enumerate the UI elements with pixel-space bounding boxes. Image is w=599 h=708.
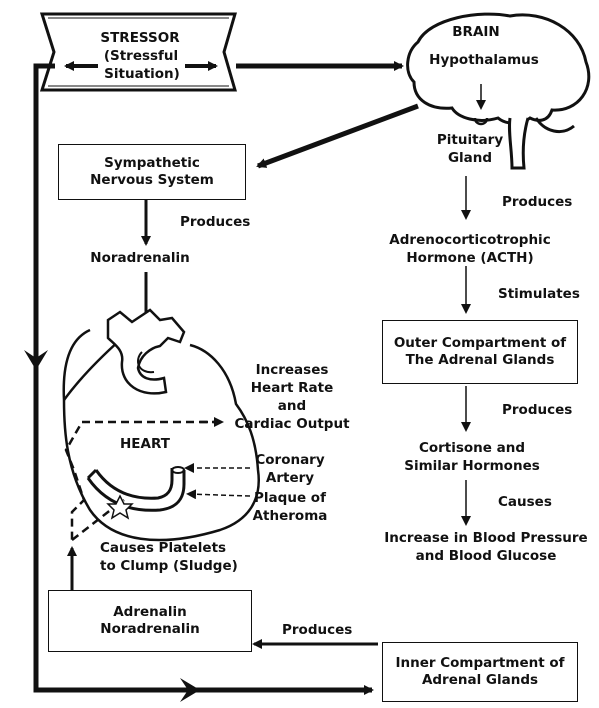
- coronary-label-1: Coronary: [255, 452, 325, 468]
- increases-line1: Increases: [255, 362, 329, 378]
- aorta: [106, 308, 186, 395]
- cortisone-label-1: Cortisone and: [418, 440, 526, 456]
- pituitary-label-2: Gland: [447, 150, 493, 166]
- plaque-star: [106, 494, 134, 520]
- coronary-artery: [86, 468, 186, 512]
- outer-compartment-box: Outer Compartment of The Adrenal Glands: [382, 320, 578, 384]
- brain-to-sns-arrow: [256, 103, 419, 169]
- increases-line4: Cardiac Output: [234, 416, 350, 432]
- causes-label: Causes: [498, 494, 552, 510]
- dashed-loop: [64, 420, 220, 540]
- stressor-title: STRESSOR: [100, 30, 180, 46]
- hypothalamus-label: Hypothalamus: [429, 52, 539, 68]
- platelets-label-1: Causes Platelets: [100, 540, 227, 556]
- cortisone-label-2: Similar Hormones: [404, 458, 540, 474]
- sns-label-1: Sympathetic: [104, 155, 200, 171]
- heart-label: HEART: [120, 436, 170, 452]
- platelets-label-2: to Clump (Sludge): [100, 558, 238, 574]
- increases-line3: and: [277, 398, 307, 414]
- stimulates-label: Stimulates: [498, 286, 580, 302]
- bottom-right-chevron: [180, 678, 200, 702]
- adrenalin-label-1: Adrenalin: [113, 604, 187, 620]
- brain-title: BRAIN: [452, 24, 500, 40]
- plaque-label-2: Atheroma: [252, 508, 328, 524]
- inner-label-1: Inner Compartment of: [395, 655, 565, 671]
- outer-label-2: The Adrenal Glands: [405, 352, 555, 368]
- increase-label-1: Increase in Blood Pressure: [384, 530, 588, 546]
- produces-right-1: Produces: [502, 194, 573, 210]
- produces-left-label: Produces: [180, 214, 251, 230]
- increases-line2: Heart Rate: [250, 380, 334, 396]
- coronary-label-2: Artery: [265, 470, 315, 486]
- inner-compartment-box: Inner Compartment of Adrenal Glands: [382, 642, 578, 702]
- inner-label-2: Adrenal Glands: [421, 672, 539, 688]
- brain-stem: [507, 117, 530, 170]
- produces-bottom-label: Produces: [282, 622, 353, 638]
- adrenalin-box: Adrenalin Noradrenalin: [48, 590, 252, 652]
- stressor-line3: Situation): [104, 66, 180, 82]
- stressor-banner: [39, 12, 237, 92]
- noradrenalin-label: Noradrenalin: [90, 250, 190, 266]
- plaque-label-1: Plaque of: [254, 490, 326, 506]
- acth-label-2: Hormone (ACTH): [406, 250, 534, 266]
- left-down-chevron: [24, 350, 48, 370]
- left-main-line: [33, 63, 374, 695]
- increase-label-2: and Blood Glucose: [415, 548, 557, 564]
- outer-label-1: Outer Compartment of: [393, 335, 567, 351]
- pituitary-label-1: Pituitary: [436, 132, 504, 148]
- adrenalin-label-2: Noradrenalin: [100, 621, 200, 637]
- stressor-line2: (Stressful: [103, 48, 179, 64]
- acth-label-1: Adrenocorticotrophic: [389, 232, 551, 248]
- produces-right-2: Produces: [502, 402, 573, 418]
- sns-box: Sympathetic Nervous System: [58, 144, 246, 200]
- sns-label-2: Nervous System: [90, 172, 214, 188]
- pituitary-icon: [473, 117, 489, 126]
